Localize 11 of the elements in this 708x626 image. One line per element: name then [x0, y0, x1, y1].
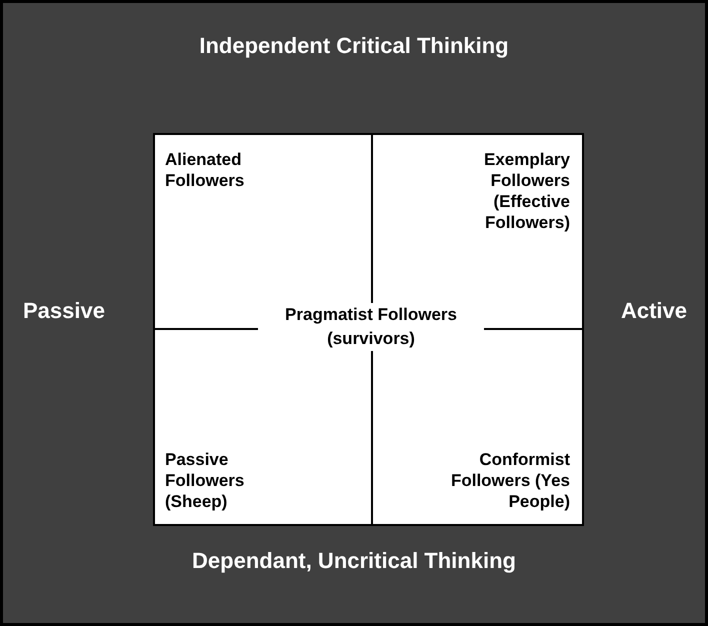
quadrant-label: Exemplary Followers (Effective Followers) [483, 149, 570, 233]
axis-label: Passive [23, 298, 105, 324]
quadrant-box [371, 133, 584, 330]
quadrant-box [153, 133, 373, 330]
axis-label: Independent Critical Thinking [199, 33, 509, 59]
quadrant-label: Conformist Followers (Yes People) [450, 449, 570, 512]
quadrant-label: Alienated Followers [165, 149, 246, 191]
quadrant-label: Passive Followers (Sheep) [165, 449, 246, 512]
axis-label: Dependant, Uncritical Thinking [192, 548, 516, 574]
axis-label: Active [620, 298, 687, 324]
center-label: Pragmatist Followers (survivors) [258, 303, 484, 351]
